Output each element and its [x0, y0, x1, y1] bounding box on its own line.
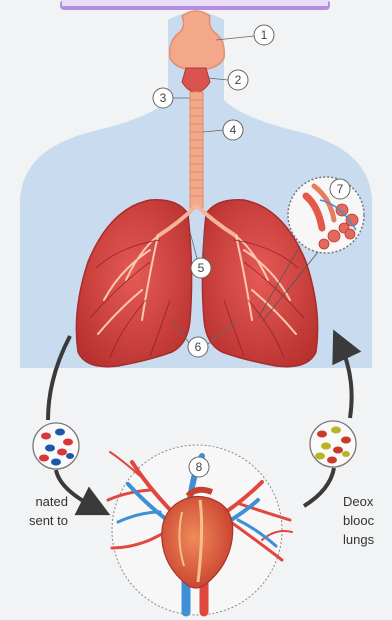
- right-caption-line-3: lungs: [343, 530, 392, 549]
- callout-8: 8: [196, 460, 203, 474]
- alveoli-magnifier: [288, 177, 364, 253]
- oxygenated-blood-bubble: [33, 423, 79, 469]
- right-caption-line-2: blooc: [343, 511, 392, 530]
- deoxygenated-blood-bubble: [310, 421, 356, 467]
- left-caption-line-1: nated: [0, 492, 68, 511]
- callout-7: 7: [337, 182, 344, 196]
- callout-6: 6: [195, 340, 202, 354]
- callout-5: 5: [198, 261, 205, 275]
- callout-3: 3: [160, 91, 167, 105]
- left-caption-line-2: sent to: [0, 511, 68, 530]
- trachea: [190, 92, 203, 208]
- oxygenated-blood-caption: nated sent to: [0, 492, 68, 530]
- callout-1: 1: [261, 28, 268, 42]
- callout-2: 2: [235, 73, 242, 87]
- callout-4: 4: [230, 123, 237, 137]
- right-caption-line-1: Deox: [343, 492, 392, 511]
- deoxygenated-blood-caption: Deox blooc lungs: [343, 492, 392, 549]
